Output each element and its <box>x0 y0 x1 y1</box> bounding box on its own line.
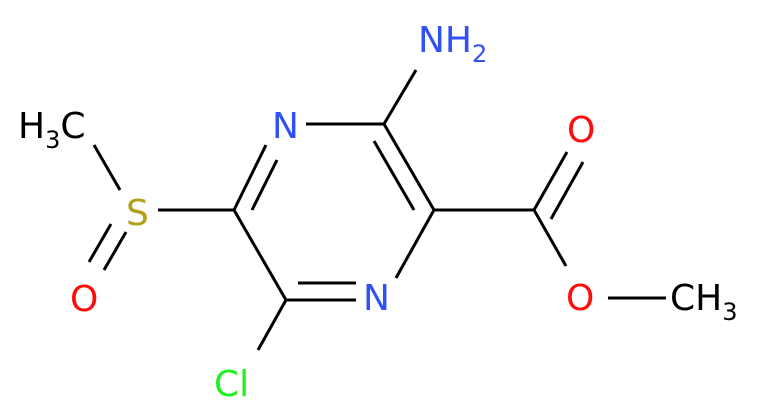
bond-s-o-b <box>87 223 113 263</box>
bond-c5-c6 <box>232 209 288 301</box>
ring-nitrogen-bottom: N <box>363 278 390 319</box>
bond-ccarb-o-b <box>549 161 585 220</box>
bond-c3-nh2 <box>382 69 418 125</box>
bond-c2-c3-inner <box>372 140 416 211</box>
bonds <box>87 69 666 351</box>
methyl-s-label: H3C <box>18 106 86 154</box>
sulfur-label: S <box>126 193 149 234</box>
sulfinyl-oxygen-label: O <box>70 279 98 320</box>
chloro-label: Cl <box>214 364 249 405</box>
bond-s-o-a <box>102 231 128 271</box>
atom-labels: NH2 N N H3C S O Cl O O CH3 <box>18 20 738 405</box>
bond-n4-c5-inner <box>250 159 279 211</box>
amino-label: NH2 <box>418 20 487 68</box>
ring-nitrogen-top: N <box>272 106 299 147</box>
bond-s-ch3 <box>92 144 122 191</box>
bond-n1-c2 <box>394 209 436 279</box>
bond-ccarb-oester <box>532 209 568 267</box>
bond-ccarb-o-a <box>532 151 569 211</box>
bond-c6-cl <box>256 299 288 351</box>
ester-oxygen-label: O <box>566 278 594 319</box>
ester-methyl-label: CH3 <box>670 278 738 326</box>
bond-n4-c5 <box>232 144 268 211</box>
carbonyl-oxygen-label: O <box>567 110 595 151</box>
bond-c2-c3 <box>382 123 436 211</box>
